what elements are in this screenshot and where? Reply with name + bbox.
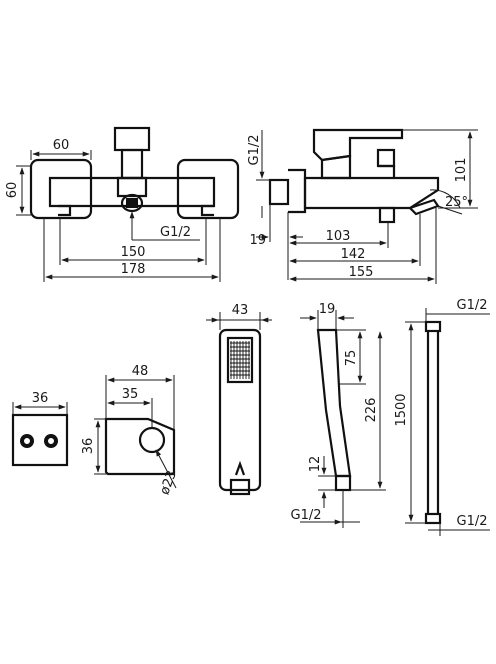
dim-hose-thread-top: G1/2 — [457, 298, 488, 313]
side-dimensions: G1/2 101 25° 19 103 142 155 — [247, 129, 478, 284]
dim-side-shower-neck: 12 — [308, 456, 323, 473]
dim-side-angle: 25° — [445, 195, 468, 210]
dim-shower-width: 43 — [232, 303, 249, 318]
dim-side-shower-length: 226 — [364, 398, 379, 423]
dim-front-centers: 150 — [121, 245, 146, 260]
side-view: G1/2 101 25° 19 103 142 155 — [247, 128, 478, 284]
dim-front-thread: G1/2 — [160, 225, 191, 240]
dim-side-c: 155 — [349, 265, 374, 280]
logo-mark-icon — [234, 460, 246, 476]
front-view: 60 60 G1/2 150 178 — [5, 126, 240, 282]
front-dimensions: 60 60 G1/2 150 178 — [5, 138, 221, 282]
dim-plate-width: 36 — [32, 391, 49, 406]
dim-holder-inner: 35 — [122, 387, 139, 402]
mixer-side-outline — [268, 128, 440, 224]
dim-holder-height: 36 — [81, 438, 96, 455]
dim-front-height: 60 — [5, 182, 20, 199]
hand-shower-front: 43 — [206, 303, 272, 496]
dim-side-shower-thread: G1/2 — [291, 508, 322, 523]
nozzle-grid-icon — [230, 341, 250, 379]
dim-side-shower-top: 19 — [319, 302, 336, 317]
shower-hose: 1500 G1/2 G1/2 — [394, 298, 490, 536]
dim-hose-thread-bottom: G1/2 — [457, 514, 488, 529]
dim-side-wall: 19 — [249, 233, 266, 248]
dim-side-height: 101 — [454, 158, 469, 183]
wall-plate: 36 — [11, 391, 69, 467]
dim-front-width: 60 — [53, 138, 70, 153]
mixer-front-outline — [29, 126, 240, 220]
dim-side-shower-head: 75 — [344, 350, 359, 367]
dim-side-thread: G1/2 — [247, 135, 262, 166]
dim-hose-length: 1500 — [394, 393, 409, 426]
dim-holder-width: 48 — [132, 364, 149, 379]
dim-front-overall: 178 — [121, 262, 146, 277]
dim-side-b: 142 — [341, 247, 366, 262]
shower-holder: 48 35 36 ø23 — [81, 364, 180, 497]
dim-side-a: 103 — [326, 229, 351, 244]
hand-shower-side: 19 75 226 12 G1/2 — [291, 302, 386, 528]
